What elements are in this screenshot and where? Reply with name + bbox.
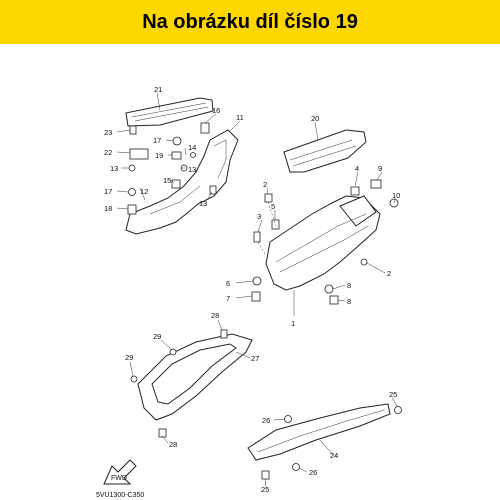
fwd-label: FWD [111,475,127,482]
callout-12: 12 [140,187,148,196]
callout-4: 4 [355,164,359,173]
callout-28b: 28 [169,440,177,449]
callout-5: 5 [271,202,275,211]
callout-28: 28 [211,311,219,320]
callout-8: 8 [347,281,351,290]
callout-13c: 13 [199,199,207,208]
fwd-arrow-icon: FWD [103,459,137,485]
callout-18: 18 [104,204,112,213]
callout-23: 23 [104,128,112,137]
callout-17: 17 [153,136,161,145]
callout-26: 26 [262,416,270,425]
callout-6: 6 [226,279,230,288]
part-21-step-mat [125,97,214,127]
leader-lines [116,92,399,488]
part-11-left-cover [125,129,239,235]
callout-15: 15 [163,176,171,185]
banner-title: Na obrázku díl číslo 19 [142,10,358,33]
small-fasteners-right [130,179,402,480]
callout-7: 7 [226,294,230,303]
callout-26b: 26 [309,468,317,477]
callout-11: 11 [236,113,244,122]
callout-17b: 17 [104,187,112,196]
callout-2b: 2 [387,269,391,278]
callout-2: 2 [263,180,267,189]
callout-29b: 29 [125,353,133,362]
part-20-footboard-mat [283,129,367,173]
callout-22: 22 [104,148,112,157]
callout-25b: 25 [261,485,269,494]
callout-13b: 13 [110,164,118,173]
callout-27: 27 [251,354,259,363]
callout-13: 13 [188,165,196,174]
part-1-footboard [265,195,381,291]
callout-8b: 8 [347,297,351,306]
callout-10: 10 [392,191,400,200]
callout-19: 19 [155,151,163,160]
part-24-right-side-cover [247,403,391,461]
callout-20: 20 [311,114,319,123]
callout-24: 24 [330,451,338,460]
title-banner: Na obrázku díl číslo 19 [0,0,500,44]
callout-1: 1 [291,319,295,328]
part-callouts: 21 16 11 23 17 14 22 19 13 15 13 17 12 1… [104,85,400,494]
part-27-left-side-cover [137,333,253,421]
callout-29: 29 [153,332,161,341]
callout-21: 21 [154,85,162,94]
callout-25: 25 [389,390,397,399]
callout-14: 14 [188,143,196,152]
diagram-code: 5VU1300-C350 [96,492,144,499]
callout-3: 3 [257,212,261,221]
callout-16: 16 [212,106,220,115]
callout-9: 9 [378,164,382,173]
